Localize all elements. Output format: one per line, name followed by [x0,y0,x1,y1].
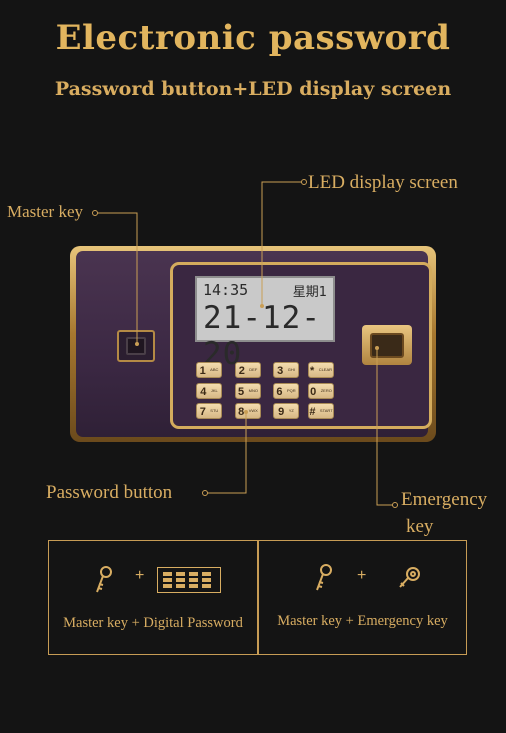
keypad-key-0[interactable]: 0 ZERO [308,383,334,399]
master-key-label: Master key [7,202,84,221]
combo-master-emergency: + Master key + Emergency key [258,540,467,655]
keypad-key-4[interactable]: 4 JKL [196,383,222,399]
emergency-key-label-line1: Emergency [401,489,488,510]
master-keyhole[interactable] [117,330,155,362]
lcd-time: 14:35 [203,281,249,299]
combo-master-digital: + Master key + Digital Password [48,540,258,655]
keypad-key-3[interactable]: 3 GHI [273,362,299,378]
keypad-key-star[interactable]: * CLEAR [308,362,334,378]
password-button-label: Password button [46,482,173,503]
key-icon [96,566,112,593]
led-display-screen: 14:35 星期1 21-12-20 [195,276,335,372]
keypad-key-8[interactable]: 8 VWX [235,403,261,419]
key-icon [316,564,332,591]
keypad-icon [157,567,221,593]
lcd-date: 21-12-20 [203,300,321,372]
keypad-key-2[interactable]: 2 DEF [235,362,261,378]
led-screen-label: LED display screen [308,172,458,193]
emergency-key-icon [399,567,420,588]
combo-caption: Master key + Digital Password [63,615,243,631]
keypad-key-hash[interactable]: # START [308,403,334,419]
plus-sign: + [357,567,367,584]
emergency-keyhole-core [370,333,404,358]
combo-caption: Master key + Emergency key [277,613,448,629]
keypad-key-9[interactable]: 9 YZ [273,403,299,419]
keypad-key-1[interactable]: 1 ABC [196,362,222,378]
keypad-key-5[interactable]: 5 MNO [235,383,261,399]
keypad-key-6[interactable]: 6 PQR [273,383,299,399]
emergency-key-label-line2: key [406,516,434,537]
lcd-day: 星期1 [292,285,327,300]
page-subtitle: Password button+LED display screen [54,78,452,100]
plus-sign: + [135,567,145,584]
keypad-key-7[interactable]: 7 STU [196,403,222,419]
master-keyhole-core [126,337,146,355]
page-title: Electronic password [55,18,451,58]
